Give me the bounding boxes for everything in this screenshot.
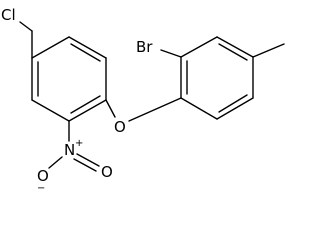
- bond-ring-a-double-1: [70, 43, 101, 62]
- bond-ring-a-6: [31, 36, 70, 59]
- bond-ring-a-o: [105, 99, 116, 118]
- bond-n-o-single: [48, 156, 63, 169]
- charge-nitrogen: +: [75, 138, 83, 149]
- ether-linkage: O: [105, 97, 182, 136]
- ring-b: [180, 36, 254, 120]
- atom-nitrogen: N: [64, 141, 75, 159]
- charge-oxygen: −: [37, 183, 45, 194]
- bond-ring-b-3: [216, 36, 254, 58]
- bond-n-o-double-1: [76, 153, 100, 167]
- bond-ring-a-3: [68, 99, 107, 122]
- bond-ring-a-1: [68, 36, 107, 59]
- bond-ring-ch3: [252, 43, 285, 58]
- chloromethyl-group: Cl: [1, 6, 33, 59]
- bond-n-o-double-2: [73, 158, 97, 172]
- bond-ring-br: [160, 49, 182, 58]
- atom-oxygen-ether: O: [114, 118, 126, 136]
- bond-ring-a-4: [31, 99, 70, 122]
- atom-bromine: Br: [136, 38, 153, 56]
- atom-chlorine: Cl: [1, 6, 16, 24]
- nitro-group: N + O O −: [37, 120, 113, 194]
- ring-a: [31, 36, 107, 122]
- methyl-group: [252, 43, 285, 58]
- bond-ring-a-double-2: [70, 95, 101, 114]
- bond-ring-b-2: [180, 36, 218, 58]
- bond-ring-b-double-2: [218, 43, 248, 61]
- bond-ch2-cl: [19, 21, 33, 32]
- bond-o-ring-b: [128, 97, 182, 122]
- bond-ring-b-6: [180, 97, 218, 120]
- bromo-group: Br: [136, 38, 182, 58]
- chemical-structure: Cl N + O O − O Br: [1, 6, 285, 194]
- bond-ring-b-5: [216, 97, 254, 120]
- atom-oxygen-nitro-single: O: [37, 167, 49, 185]
- bond-ring-b-double-3: [218, 94, 248, 113]
- atom-oxygen-nitro-double: O: [101, 163, 113, 181]
